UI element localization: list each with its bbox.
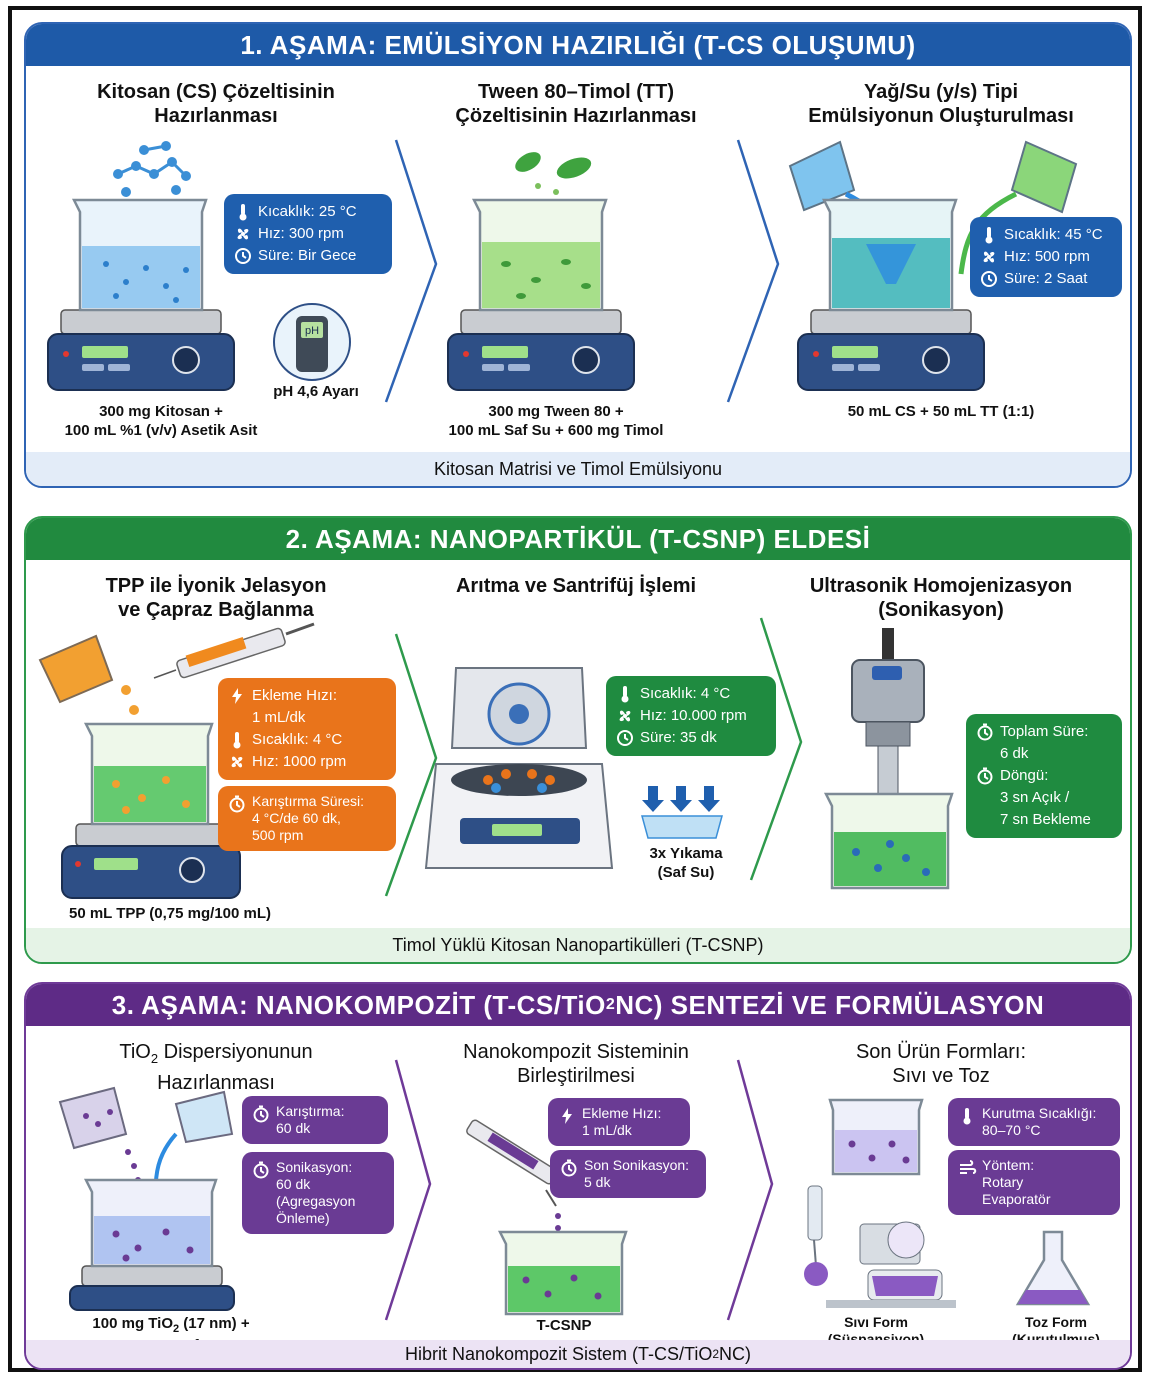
stage1-panel: 1. AŞAMA: EMÜLSİYON HAZIRLIĞI (T-CS OLUŞ… (24, 22, 1132, 488)
stage2-step2-params: Sıcaklık: 4 °C Hız: 10.000 rpm Süre: 35 … (606, 676, 776, 756)
stage1-footer: Kitosan Matrisi ve Timol Emülsiyonu (26, 452, 1130, 486)
stage2-illustrations (38, 617, 954, 899)
timer-icon (560, 1159, 578, 1177)
stage2-step3-title: Ultrasonik Homojenizasyon(Sonikasyon) (809, 575, 1073, 621)
timer-icon (228, 795, 246, 813)
fan-icon (234, 225, 252, 243)
sonicator-icon (851, 628, 925, 807)
chevron-right-icon (726, 139, 780, 403)
stage1-illustrations: pH (47, 139, 1078, 403)
stage1-step2-title: Tween 80–Timol (TT)Çözeltisinin Hazırlan… (455, 81, 697, 127)
wind-icon (958, 1159, 977, 1177)
beaker-1 (71, 198, 208, 312)
stage1-step2-caption: 300 mg Tween 80 +100 mL Saf Su + 600 mg … (448, 403, 664, 439)
vortex-icon (866, 244, 916, 284)
stage1-step1-caption: 300 mg Kitosan +100 mL %1 (v/v) Asetik A… (64, 403, 258, 439)
fan-icon (980, 248, 998, 266)
stage3-step2-add: Ekleme Hızı:1 mL/dk (548, 1098, 690, 1146)
centrifuge-icon (424, 667, 614, 869)
beaker-8 (497, 1230, 628, 1316)
clock-icon (980, 270, 998, 288)
wash-arrows-icon (641, 786, 723, 839)
tpp-cup-icon (38, 634, 145, 735)
beaker-7 (83, 1178, 218, 1268)
clock-icon (234, 247, 252, 265)
rotary-evaporator-icon (804, 1185, 956, 1308)
thermometer-icon (228, 731, 246, 749)
ph-meter-icon (273, 303, 351, 381)
hotplate-3 (797, 309, 985, 391)
hotplate-4 (61, 823, 241, 899)
chevron-right-icon (384, 139, 438, 403)
powder-flask-icon (1015, 1230, 1091, 1306)
stage2-footer: Timol Yüklü Kitosan Nanopartikülleri (T-… (26, 928, 1130, 962)
stage3-step3-title: Son Ürün Formları:Sıvı ve Toz (855, 1041, 1027, 1087)
lightning-icon (558, 1107, 576, 1125)
beaker-6 (823, 792, 954, 890)
timer-icon (252, 1105, 270, 1123)
beaker-2 (471, 198, 608, 312)
stage3-illustrations (58, 1059, 1091, 1321)
thermometer-icon (616, 685, 634, 703)
fan-icon (228, 753, 246, 771)
stage1-step1-params: Kıcaklık: 25 °C Hız: 300 rpm Süre: Bir G… (224, 194, 392, 274)
tio2-cup-icon (58, 1086, 234, 1205)
thermometer-icon (980, 226, 998, 244)
hotplate-1 (47, 309, 235, 391)
syringe-icon (466, 1119, 561, 1231)
ph-label: pH 4,6 Ayarı (273, 383, 359, 400)
clock-icon (616, 729, 634, 747)
hotplate-2 (447, 309, 635, 391)
thermometer-icon (234, 203, 252, 221)
stage3-step2-caption: T-CSNP (536, 1317, 592, 1334)
chevron-right-icon (384, 1059, 432, 1321)
beaker-5 (83, 722, 214, 826)
stage2-step1-params: Ekleme Hızı:1 mL/dk Sıcaklık: 4 °C Hız: … (218, 678, 396, 780)
hotplate-7 (69, 1265, 235, 1311)
fan-icon (616, 707, 634, 725)
stage1-title: 1. AŞAMA: EMÜLSİYON HAZIRLIĞI (T-CS OLUŞ… (26, 24, 1130, 66)
lightning-icon (228, 687, 246, 705)
stage2-step1-mix: Karıştırma Süresi:4 °C/de 60 dk,500 rpm (218, 786, 396, 851)
timer-icon (976, 723, 994, 741)
ph-meter-label: pH (305, 325, 319, 337)
stage2-panel: 2. AŞAMA: NANOPARTİKÜL (T-CSNP) ELDESİ T… (24, 516, 1132, 964)
stage3-step1-title: TiO2 Dispersiyonunun Hazırlanması (119, 1041, 313, 1094)
thermometer-icon (958, 1107, 976, 1125)
beaker-3 (821, 198, 958, 312)
timer-icon (976, 767, 994, 785)
chevron-right-icon (726, 1059, 774, 1321)
stage1-step3-params: Sıcaklık: 45 °C Hız: 500 rpm Süre: 2 Saa… (970, 217, 1122, 297)
stage2-step1-caption: 50 mL TPP (0,75 mg/100 mL) (68, 905, 272, 922)
wash-caption: 3x Yıkama(Saf Su) (649, 845, 723, 881)
stage2-step3-params: Toplam Süre:6 dk Döngü:3 sn Açık /7 sn B… (966, 714, 1122, 838)
stage2-title: 2. AŞAMA: NANOPARTİKÜL (T-CSNP) ELDESİ (26, 518, 1130, 560)
chitosan-molecules-icon (113, 141, 191, 197)
chevron-right-icon (749, 617, 803, 881)
timer-icon (252, 1161, 270, 1179)
stage3-step2-final-sonication: Son Sonikasyon:5 dk (550, 1150, 706, 1198)
stage3-step1-mix: Karıştırma:60 dk (242, 1096, 388, 1144)
syringe-icon (153, 622, 315, 679)
liquid-product-beaker (828, 1098, 924, 1176)
thymol-leaves-icon (515, 152, 592, 195)
stage2-step2-title: Arıtma ve Santrifüj İşlemi (455, 575, 697, 597)
stage3-step3-drying: Kurutma Sıcaklığı:80–70 °C (948, 1098, 1120, 1146)
chevron-right-icon (384, 633, 438, 897)
stage1-step3-caption: 50 mL CS + 50 mL TT (1:1) (847, 403, 1035, 420)
